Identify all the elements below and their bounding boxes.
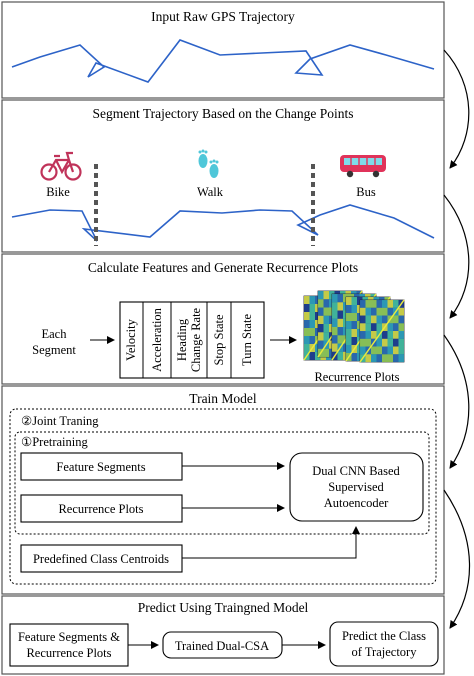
model-line-1: Dual CNN Based (312, 464, 400, 478)
predict-input-box (9, 623, 129, 667)
joint-training-label: ②Joint Traning (21, 414, 99, 428)
recurrence-plots-stack (303, 290, 405, 363)
mode-label-bus: Bus (356, 185, 376, 199)
trained-model-text: Trained Dual-CSA (175, 639, 269, 653)
feature-turn-state: Turn State (240, 314, 254, 366)
predict-input-line1: Feature Segments & (18, 630, 120, 644)
recurrence-plot-layer (359, 299, 405, 363)
flow-arrow-1 (443, 49, 470, 169)
predict-output-box (329, 621, 439, 667)
predict-output-line1: Predict the Class (342, 629, 426, 643)
raw-gps-trajectory (11, 39, 435, 83)
mode-label-bike: Bike (46, 185, 70, 199)
segmented-trajectory (11, 204, 435, 242)
train-panel-title: Train Model (189, 391, 257, 406)
model-line-3: Autoencoder (324, 496, 389, 510)
predict-input-line2: Recurrence Plots (26, 646, 111, 660)
predict-panel-title: Predict Using Traingned Model (138, 600, 309, 615)
flow-arrow-3 (443, 334, 470, 469)
segment-trajectory-panel (1, 99, 445, 253)
feature-velocity: Velocity (124, 318, 138, 360)
pretraining-region (14, 431, 430, 535)
bus-icon (340, 155, 386, 178)
centroids-to-model-arrow (182, 526, 360, 559)
features-panel-title: Calculate Features and Generate Recurren… (88, 260, 358, 275)
model-line-2: Supervised (328, 480, 384, 494)
class-centroids-text: Predefined Class Centroids (33, 552, 169, 566)
joint-training-region (9, 408, 437, 585)
predict-output-line2: of Trajectory (352, 645, 418, 659)
input-panel-title: Input Raw GPS Trajectory (151, 9, 295, 24)
feature-change-rate: Change Rate (189, 307, 203, 372)
pretraining-label: ①Pretraining (21, 435, 88, 449)
footprints-icon (198, 149, 219, 178)
dual-cnn-autoencoder-box (289, 452, 424, 522)
recurrence-plots-label: Recurrence Plots (314, 370, 399, 384)
flow-arrow-2 (443, 194, 470, 319)
bicycle-icon (40, 151, 82, 181)
feature-stop-state: Stop State (212, 314, 226, 365)
recurrence-plots-text: Recurrence Plots (58, 502, 143, 516)
feature-segments-text: Feature Segments (56, 460, 145, 474)
each-segment-label-line1: Each (42, 327, 68, 341)
feature-columns-table: Velocity Acceleration Heading Change Rat… (119, 301, 265, 379)
flow-arrow-4 (443, 489, 471, 629)
each-segment-label-line2: Segment (32, 343, 76, 357)
feature-heading: Heading (175, 318, 189, 361)
mode-label-walk: Walk (197, 185, 224, 199)
feature-acceleration: Acceleration (150, 307, 164, 372)
segment-panel-title: Segment Trajectory Based on the Change P… (93, 106, 354, 121)
